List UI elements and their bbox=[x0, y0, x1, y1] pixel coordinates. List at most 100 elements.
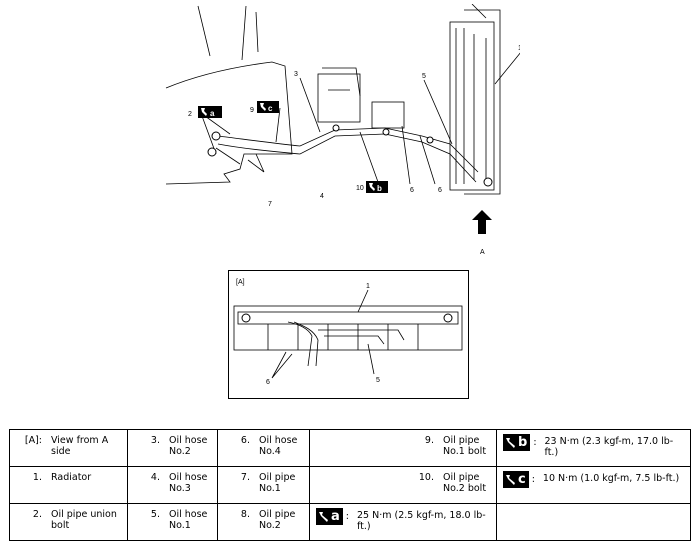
fitting-right bbox=[426, 136, 434, 144]
colon-separator: : bbox=[531, 474, 535, 485]
torque-value: 10 N·m (1.0 kgf-m, 7.5 lb-ft.) bbox=[542, 473, 680, 484]
legend-cell: 6. Oil hose No.4 bbox=[217, 429, 310, 467]
torque-value: 25 N·m (2.5 kgf-m, 18.0 lb-ft.) bbox=[356, 510, 486, 532]
legend-cell: [A]: View from A side bbox=[9, 429, 128, 467]
legend-number: 5. bbox=[150, 509, 160, 520]
radiator-mount-left bbox=[241, 313, 251, 323]
callout-10: 10 bbox=[356, 185, 364, 192]
diagram-badge-b-code: b bbox=[377, 184, 382, 193]
legend-cell-empty bbox=[496, 503, 691, 541]
bracket-mid-detail bbox=[322, 67, 361, 97]
callout-6a: 6 bbox=[410, 187, 414, 194]
legend-row: 1. Radiator 4.Oil hose No.3 7. Oil pipe No… bbox=[9, 466, 691, 504]
radiator-upper-bar bbox=[237, 311, 459, 325]
callout-9: 9 bbox=[250, 107, 254, 114]
legend-cell: 9. Oil pipe No.1 bolt bbox=[309, 429, 497, 467]
torque-value: 23 N·m (2.3 kgf-m, 17.0 lb-ft.) bbox=[544, 436, 674, 458]
radiator-fins bbox=[455, 28, 487, 184]
callout-2: 2 bbox=[188, 111, 192, 118]
legend-cell: b : 23 N·m (2.3 kgf-m, 17.0 lb-ft.) bbox=[496, 429, 691, 467]
detail-view-a: [A] 1 6 5 bbox=[228, 270, 469, 399]
fitting-bracket-b bbox=[382, 128, 390, 136]
transmission-housing bbox=[165, 61, 293, 185]
oil-pipe-union-left bbox=[204, 115, 241, 165]
legend-cell: c : 10 N·m (1.0 kgf-m, 7.5 lb-ft.) bbox=[496, 466, 691, 504]
legend-label: Oil hose No.1 bbox=[169, 509, 208, 531]
radiator-core bbox=[449, 21, 495, 191]
legend-label: Oil pipe No.2 bbox=[259, 509, 296, 531]
detail-callout-6: 6 bbox=[266, 379, 270, 386]
torque-code: a bbox=[331, 509, 340, 524]
legend-label: Oil hose No.4 bbox=[259, 435, 298, 457]
legend-label: Radiator bbox=[51, 472, 92, 483]
legend-label: Oil pipe No.1 bbox=[259, 472, 296, 494]
legend-number: 10. bbox=[418, 472, 434, 483]
legend-table: [A]: View from A side 3.Oil hose No.2 6. O… bbox=[9, 429, 691, 541]
leader-lines bbox=[201, 52, 520, 185]
torque-badge-a: a bbox=[316, 508, 343, 525]
torque-code: b bbox=[518, 435, 528, 450]
detail-hoses bbox=[287, 321, 405, 367]
detail-callout-1: 1 bbox=[366, 283, 370, 290]
callout-7: 7 bbox=[268, 201, 272, 208]
legend-number: 1. bbox=[32, 472, 42, 483]
callout-3: 3 bbox=[294, 71, 298, 78]
callout-6b: 6 bbox=[438, 187, 442, 194]
torque-code: c bbox=[518, 472, 526, 487]
legend-row: [A]: View from A side 3.Oil hose No.2 6. O… bbox=[9, 429, 691, 467]
legend-cell: a : 25 N·m (2.5 kgf-m, 18.0 lb-ft.) bbox=[309, 503, 497, 541]
legend-cell: 4.Oil hose No.3 bbox=[127, 466, 218, 504]
torque-badge-b: b bbox=[503, 434, 531, 451]
bracket-right bbox=[371, 101, 405, 129]
colon-separator: : bbox=[345, 511, 349, 522]
legend-label: Oil pipe union bolt bbox=[51, 509, 117, 531]
legend-label: Oil hose No.3 bbox=[169, 472, 208, 494]
diagram-badge-a-code: a bbox=[210, 109, 215, 118]
legend-label: Oil pipe No.1 bolt bbox=[443, 435, 487, 457]
radiator-tank bbox=[464, 4, 501, 195]
torque-badge-c: c bbox=[503, 471, 529, 488]
legend-cell: 1. Radiator bbox=[9, 466, 128, 504]
oil-hose-upper bbox=[217, 127, 479, 173]
legend-number: [A]: bbox=[24, 435, 42, 446]
legend-label: Oil pipe No.2 bolt bbox=[443, 472, 487, 494]
wrench-icon bbox=[319, 511, 328, 522]
fitting-radiator bbox=[483, 177, 493, 187]
detail-callout-5: 5 bbox=[376, 377, 380, 384]
legend-cell: 10. Oil pipe No.2 bolt bbox=[309, 466, 497, 504]
radiator-mount-right bbox=[443, 313, 453, 323]
view-direction-arrow bbox=[472, 210, 492, 234]
legend-cell: 3.Oil hose No.2 bbox=[127, 429, 218, 467]
bracket-mid bbox=[317, 73, 361, 123]
fitting-lower-left bbox=[207, 147, 217, 157]
legend-number: 6. bbox=[240, 435, 250, 446]
fitting-upper-left bbox=[211, 131, 221, 141]
legend-cell: 7. Oil pipe No.1 bbox=[217, 466, 310, 504]
main-diagram: 1 2 3 4 5 6 6 7 9 10 A a c b bbox=[165, 4, 520, 256]
legend-label: Oil hose No.2 bbox=[169, 435, 208, 457]
legend-row: 2. Oil pipe union bolt 5. Oil hose No.1 8.… bbox=[9, 503, 691, 541]
diagram-badge-b: b bbox=[366, 181, 388, 193]
fitting-bracket-a bbox=[332, 124, 340, 132]
legend-cell: 5. Oil hose No.1 bbox=[127, 503, 218, 541]
view-label-a: A bbox=[480, 249, 485, 256]
diagram-badge-a: a bbox=[198, 106, 222, 118]
detail-leaders bbox=[271, 289, 375, 379]
legend-number: 9. bbox=[424, 435, 434, 446]
radiator-top-view bbox=[233, 305, 463, 351]
detail-label: [A] bbox=[236, 279, 245, 286]
detail-frame bbox=[228, 270, 469, 399]
colon-separator: : bbox=[533, 437, 537, 448]
legend-cell: 8. Oil pipe No.2 bbox=[217, 503, 310, 541]
legend-number: 2. bbox=[32, 509, 42, 520]
legend-number: 8. bbox=[240, 509, 250, 520]
radiator-segments bbox=[267, 324, 419, 350]
legend-label: View from A side bbox=[51, 435, 109, 457]
legend-number: 7. bbox=[240, 472, 250, 483]
callout-1: 1 bbox=[518, 45, 520, 52]
diagram-badge-c: c bbox=[257, 101, 279, 113]
wrench-icon bbox=[506, 437, 515, 448]
wrench-icon bbox=[506, 474, 515, 485]
diagram-badge-c-code: c bbox=[268, 104, 273, 113]
legend-cell: 2. Oil pipe union bolt bbox=[9, 503, 128, 541]
